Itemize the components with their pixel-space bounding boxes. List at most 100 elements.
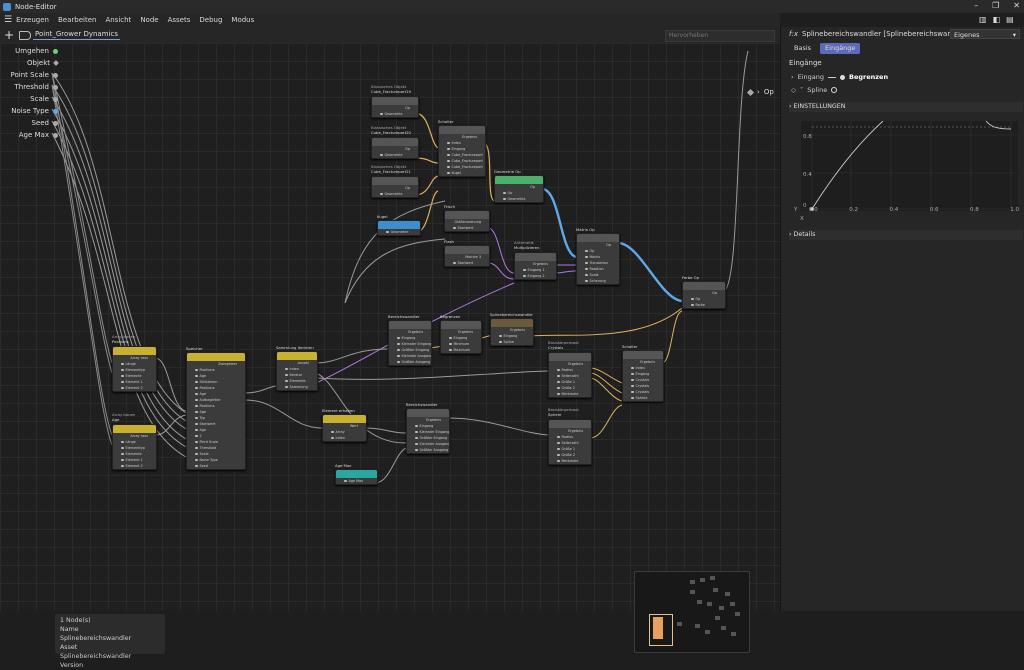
node-port[interactable]: Eingang [439, 146, 485, 152]
node-port[interactable]: Op [606, 243, 611, 247]
menu-node[interactable]: Node [140, 16, 159, 24]
node-header[interactable] [113, 425, 156, 433]
node-port[interactable]: Seed [187, 463, 245, 469]
hamburger-menu-icon[interactable]: ☰ [4, 15, 13, 25]
node-port[interactable]: Sphere [623, 395, 663, 401]
node-port[interactable]: Matrix [577, 254, 619, 260]
node-port[interactable]: Positions [187, 367, 245, 373]
node-header[interactable] [389, 321, 431, 329]
input-port-age-max[interactable]: Age Max [0, 129, 58, 141]
node-port[interactable]: Age Max [336, 478, 377, 484]
node-port[interactable]: Startwert [187, 421, 245, 427]
node-port[interactable]: Eingang [623, 371, 663, 377]
node-port[interactable]: Op [405, 147, 410, 151]
minimap[interactable] [634, 571, 750, 653]
node-port[interactable]: Größter Ausgang [389, 359, 431, 365]
node-port[interactable]: Größe 1 [549, 379, 591, 385]
node-port[interactable]: Typ [187, 415, 245, 421]
node-port[interactable]: Ergebnis [568, 362, 583, 366]
node-port[interactable]: Scherung [577, 278, 619, 284]
tag-icon[interactable] [19, 31, 31, 40]
node-header[interactable] [515, 253, 556, 261]
add-icon[interactable]: + [4, 28, 15, 42]
node-port[interactable]: Ergebnis [568, 429, 583, 433]
search-input[interactable]: Hervorheben [665, 30, 775, 42]
node-port[interactable]: Farbe [683, 302, 725, 308]
node-port[interactable]: 2 [187, 433, 245, 439]
node-port[interactable]: Translation [577, 260, 619, 266]
node-port[interactable]: Array [323, 429, 366, 435]
node-header[interactable] [407, 409, 449, 417]
input-port-seed[interactable]: Seed [0, 117, 58, 129]
node-header[interactable] [683, 282, 725, 290]
node-port[interactable]: Kugel [439, 170, 485, 176]
node-header[interactable] [491, 319, 533, 327]
node-port[interactable]: Age [187, 373, 245, 379]
input-port-objekt[interactable]: Objekt [0, 57, 59, 69]
node-port[interactable]: Startwert [445, 225, 489, 231]
node-port[interactable]: Kleinster Eingang [389, 341, 431, 347]
node-port[interactable]: Geometrie [495, 196, 543, 202]
node-port[interactable]: Ergebnis [640, 360, 655, 364]
node-port[interactable]: Threshold [187, 445, 245, 451]
panel-right-icon[interactable]: ▤ [1006, 15, 1014, 24]
node-port[interactable]: Minimum [441, 341, 481, 347]
node-port[interactable]: Merkmale [549, 391, 591, 397]
node-port[interactable]: Element 1 [113, 379, 156, 385]
einstellungen-header[interactable]: › EINSTELLUNGEN [789, 102, 1023, 112]
node-header[interactable] [336, 470, 377, 478]
node-port[interactable]: Elemente [113, 451, 156, 457]
node-port[interactable]: Ergebnis [426, 418, 441, 422]
node-port[interactable]: Länge [113, 361, 156, 367]
node-port[interactable]: Age [187, 427, 245, 433]
node-port[interactable]: Radius [549, 367, 591, 373]
node-header[interactable] [187, 353, 245, 361]
node-header[interactable] [372, 97, 418, 105]
node-port[interactable]: Ergebnis [510, 328, 525, 332]
node-age-max[interactable]: Age Max [335, 469, 378, 485]
menu-debug[interactable]: Debug [199, 16, 223, 24]
node-port[interactable]: Größe 2 [549, 452, 591, 458]
node-header[interactable] [623, 351, 663, 359]
node-port[interactable]: Eingang [389, 335, 431, 341]
input-port-threshold[interactable]: Threshold [0, 81, 58, 93]
breadcrumb[interactable]: Point_Grower Dynamics [33, 30, 120, 40]
node-header[interactable] [113, 347, 156, 355]
menu-ansicht[interactable]: Ansicht [105, 16, 132, 24]
node-port[interactable]: Eingang [441, 335, 481, 341]
node-port[interactable]: Op [712, 291, 717, 295]
node-port[interactable]: Zwingeleer [218, 362, 237, 366]
node-port[interactable]: Rotation [577, 266, 619, 272]
node-port[interactable]: Element 2 [113, 463, 156, 469]
node-header[interactable] [277, 352, 317, 360]
node-port[interactable]: Element 2 [113, 385, 156, 391]
node-header[interactable] [549, 420, 591, 428]
node-header[interactable] [323, 415, 366, 423]
node-port[interactable]: Startwert [445, 260, 489, 266]
node-port[interactable]: Eingang [491, 333, 533, 339]
input-port-point-scale[interactable]: Point Scale [0, 69, 58, 81]
node-port[interactable]: Index [439, 140, 485, 146]
menu-erzeugen[interactable]: Erzeugen [16, 16, 49, 24]
minimize-icon[interactable]: – [974, 1, 979, 10]
node-port[interactable]: Index [623, 365, 663, 371]
node-port[interactable]: Radius [549, 434, 591, 440]
node-port[interactable]: Ergebnis [458, 330, 473, 334]
node-port[interactable]: Ergebnis [533, 262, 548, 266]
node-port[interactable]: Größter Eingang [407, 435, 449, 441]
node-port[interactable]: Ergebnis [462, 135, 477, 139]
